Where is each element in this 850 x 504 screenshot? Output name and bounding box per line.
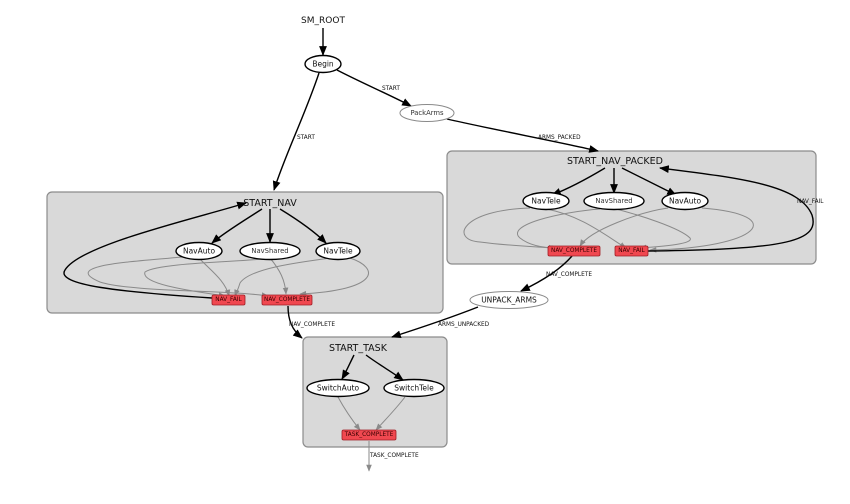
- outcome-packed-nav-complete-label: NAV_COMPLETE: [551, 248, 597, 254]
- edge-starttask-switchtele: [365, 354, 404, 381]
- edge-navcomplete-unpack: [520, 255, 573, 292]
- edge-packed-navtele-fail: [545, 208, 627, 249]
- outcome-nav-complete-label: NAV_COMPLETE: [264, 297, 310, 303]
- state-packed-nav-shared[interactable]: NavShared: [583, 191, 645, 211]
- edge-packed-navshared-complete: [517, 208, 601, 251]
- state-switch-auto-shape: [306, 378, 370, 398]
- state-packed-nav-auto-label: NavAuto: [669, 197, 701, 206]
- node-begin-shape: [304, 54, 342, 74]
- edge-navpacked-fail-loop: [647, 165, 814, 252]
- state-switch-tele-shape: [383, 378, 445, 398]
- label-navpacked-complete: NAV_COMPLETE: [546, 272, 592, 278]
- label-navcomplete-task: NAV_COMPLETE: [289, 322, 335, 328]
- state-nav-auto-shape: [175, 241, 223, 261]
- state-packed-nav-shared-label: NavShared: [595, 197, 632, 205]
- edge-begin-packarms: [336, 69, 412, 107]
- cluster-start-nav-title: START_NAV: [243, 198, 297, 209]
- edge-switchtele-taskcomplete: [375, 396, 406, 431]
- node-unpack-arms-label: UNPACK_ARMS: [481, 296, 537, 305]
- node-begin[interactable]: Begin: [304, 54, 342, 74]
- label-navpacked-fail: NAV_FAIL: [797, 199, 824, 205]
- outcome-packed-nav-complete[interactable]: NAV_COMPLETE: [547, 245, 601, 257]
- cluster-start-task-box: [302, 336, 448, 448]
- outcome-packed-nav-complete-shape: [547, 245, 601, 257]
- outcome-packed-nav-fail-label: NAV_FAIL: [618, 248, 645, 254]
- edge-begin-startnav: [272, 72, 320, 191]
- inactive-edges: [87, 207, 754, 472]
- state-packed-nav-auto[interactable]: NavAuto: [661, 191, 709, 211]
- state-nav-auto[interactable]: NavAuto: [175, 241, 223, 261]
- label-unpack-task: ARMS_UNPACKED: [438, 322, 490, 328]
- cluster-start-task: START_TASK: [302, 336, 448, 448]
- label-begin-nav: START: [297, 135, 315, 141]
- state-switch-auto-label: SwitchAuto: [317, 384, 360, 393]
- state-packed-nav-tele[interactable]: NavTele: [522, 191, 570, 211]
- edge-startnav-navauto: [211, 208, 263, 244]
- edge-packed-navauto-complete: [579, 207, 669, 247]
- edge-labels: START START ARMS_PACKED NAV_FAIL NAV_COM…: [289, 86, 824, 459]
- node-pack-arms-shape: [399, 104, 455, 122]
- edge-switchauto-taskcomplete: [337, 396, 361, 431]
- edge-navpacked-navauto: [621, 167, 677, 196]
- state-switch-tele[interactable]: SwitchTele: [383, 378, 445, 398]
- node-unpack-arms-shape: [469, 291, 549, 309]
- edge-navshared-navcomplete: [269, 257, 289, 295]
- state-packed-nav-tele-shape: [522, 191, 570, 211]
- outcome-packed-nav-fail[interactable]: NAV_FAIL: [614, 245, 649, 257]
- state-nav-auto-label: NavAuto: [183, 247, 215, 256]
- edge-navcomplete-starttask: [287, 305, 303, 339]
- node-unpack-arms[interactable]: UNPACK_ARMS: [469, 291, 549, 309]
- label-task-complete: TASK_COMPLETE: [369, 453, 419, 459]
- edge-navfail-loop: [63, 201, 247, 299]
- state-nav-tele[interactable]: NavTele: [315, 241, 361, 261]
- active-edges: [63, 28, 814, 381]
- outcome-nav-fail-label: NAV_FAIL: [215, 297, 242, 303]
- state-nav-tele-shape: [315, 241, 361, 261]
- edge-packarms-navpacked: [446, 118, 599, 153]
- state-nav-tele-label: NavTele: [323, 247, 353, 256]
- state-nav-shared-label: NavShared: [251, 247, 288, 255]
- edge-packed-navshared-fail: [611, 207, 691, 251]
- edge-navtele-navcomplete: [299, 257, 369, 297]
- outcome-task-complete[interactable]: TASK_COMPLETE: [341, 429, 397, 441]
- outcome-nav-complete[interactable]: NAV_COMPLETE: [261, 294, 313, 306]
- cluster-start-nav-packed-title: START_NAV_PACKED: [567, 156, 663, 167]
- label-begin-pack: START: [382, 86, 400, 92]
- edge-packed-navauto-fail: [649, 207, 754, 253]
- root-label: SM_ROOT: [301, 16, 345, 26]
- edge-unpack-starttask: [391, 306, 479, 339]
- state-nav-shared-shape: [239, 241, 301, 261]
- node-pack-arms-label: PackArms: [410, 109, 444, 117]
- state-switch-auto[interactable]: SwitchAuto: [306, 378, 370, 398]
- outcome-task-complete-label: TASK_COMPLETE: [344, 432, 394, 438]
- state-packed-nav-auto-shape: [661, 191, 709, 211]
- outcome-nav-fail[interactable]: NAV_FAIL: [211, 294, 246, 306]
- node-begin-label: Begin: [312, 60, 334, 69]
- outcome-packed-nav-fail-shape: [614, 245, 649, 257]
- state-switch-tele-label: SwitchTele: [394, 384, 434, 393]
- outcome-task-complete-shape: [341, 429, 397, 441]
- outcome-nav-fail-shape: [211, 294, 246, 306]
- outcome-nav-complete-shape: [261, 294, 313, 306]
- edge-packed-navtele-complete: [463, 207, 556, 251]
- state-packed-nav-shared-shape: [583, 191, 645, 211]
- edge-starttask-switchauto: [341, 354, 355, 380]
- state-nav-shared[interactable]: NavShared: [239, 241, 301, 261]
- node-pack-arms[interactable]: PackArms: [399, 104, 455, 122]
- cluster-start-task-title: START_TASK: [329, 343, 388, 354]
- edge-startnav-navtele: [279, 208, 327, 244]
- state-packed-nav-tele-label: NavTele: [531, 197, 561, 206]
- edge-navtele-navfail: [234, 256, 339, 297]
- edge-navshared-navfail: [144, 257, 271, 298]
- label-pack-navpacked: ARMS_PACKED: [538, 135, 581, 141]
